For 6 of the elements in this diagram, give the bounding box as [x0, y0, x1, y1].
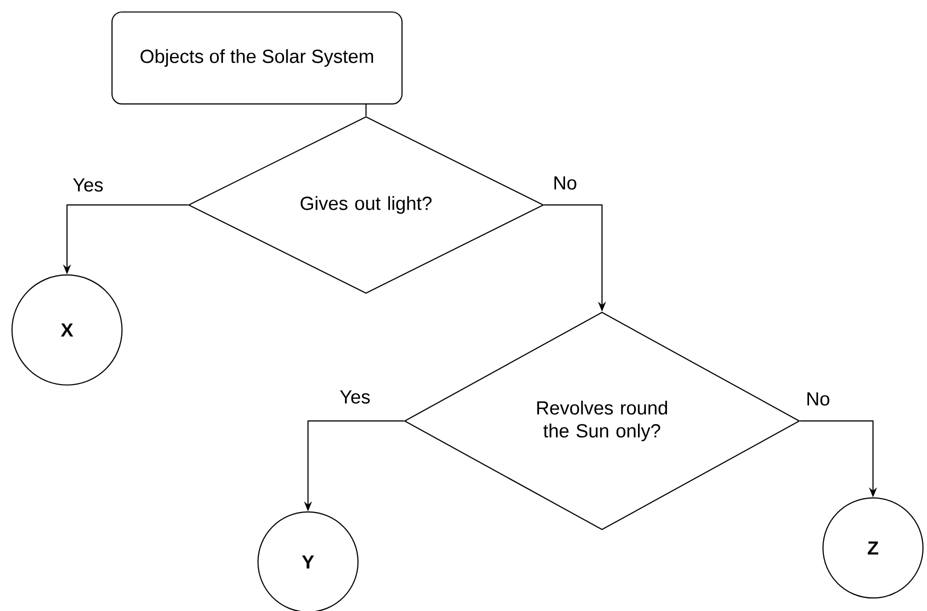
connector-line: [365, 104, 367, 116]
edge-label: Yes: [338, 389, 372, 405]
edge-label: No: [552, 175, 578, 191]
process-box: Objects of the Solar System: [111, 11, 403, 105]
edge-label: Yes: [72, 177, 104, 193]
edge-label: No: [804, 391, 832, 407]
